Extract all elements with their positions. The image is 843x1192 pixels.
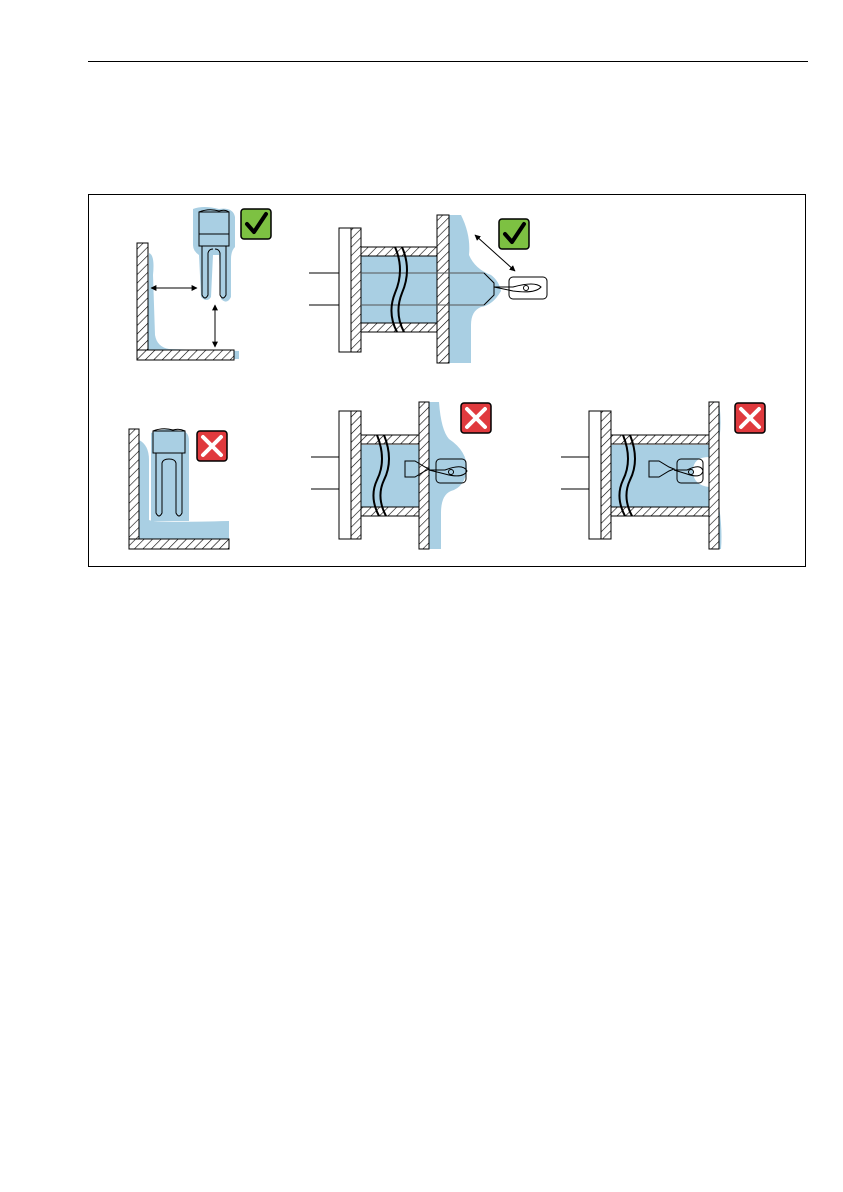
header-rule xyxy=(88,61,808,62)
check-mark-icon xyxy=(499,219,529,249)
panel-pipe-flange-buildup-a xyxy=(311,402,491,549)
panel-pipe-flange-ok xyxy=(309,215,547,363)
check-mark-icon xyxy=(241,209,271,239)
installation-diagram xyxy=(89,195,807,568)
panel-fork-corner-ok xyxy=(137,207,271,360)
panel-pipe-flange-buildup-b xyxy=(561,402,765,549)
figure-frame xyxy=(88,194,806,567)
cross-mark-icon xyxy=(735,403,765,433)
panel-fork-corner-buildup xyxy=(129,429,229,549)
cross-mark-icon xyxy=(197,431,227,461)
cross-mark-icon xyxy=(461,403,491,433)
